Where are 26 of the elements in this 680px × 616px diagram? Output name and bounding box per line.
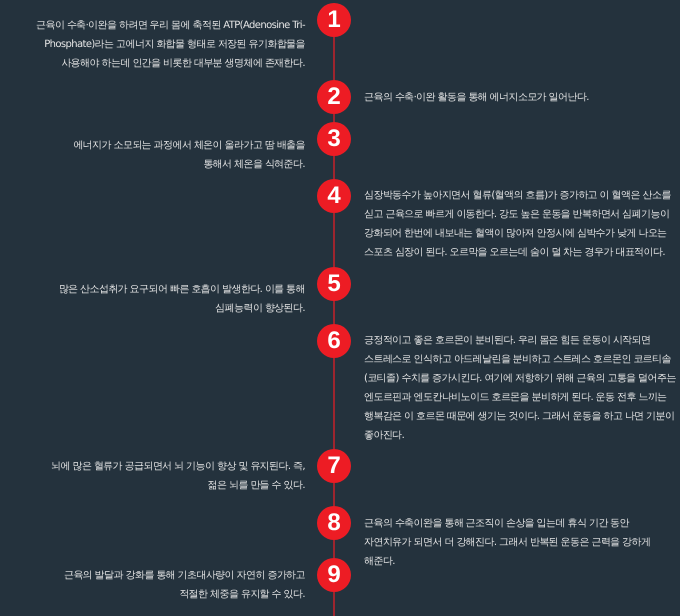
connector-line	[333, 37, 335, 80]
connector-line	[333, 213, 335, 267]
connector-line	[333, 358, 335, 449]
number-circle: 6	[317, 324, 351, 358]
number-circle: 4	[317, 179, 351, 213]
number-circle: 5	[317, 267, 351, 301]
description-text: 근육의 수축·이완 활동을 통해 에너지소모가 일어난다.	[364, 91, 590, 105]
description-text: 뇌에 많은 혈류가 공급되면서 뇌 기능이 향상 및 유지된다. 즉, 젊은 뇌를 만들 수 있다.	[50, 460, 305, 493]
number-circle: 1	[317, 3, 351, 37]
number-circle: 9	[317, 558, 351, 592]
number-circle: 8	[317, 506, 351, 540]
description-text: 많은 산소섭취가 요구되어 빠른 호흡이 발생한다. 이를 통해 심폐능력이 향상된다.	[58, 283, 305, 316]
connector-line	[333, 301, 335, 324]
description-text: 근육의 발달과 강화를 통해 기초대사량이 자연히 증가하고 적절한 체중을 유지할 수 있다.	[62, 569, 305, 602]
number-circle: 3	[317, 122, 351, 156]
description-text: 근육의 수축이완을 통해 근조직이 손상을 입는데 휴식 기간 동안 자연치유가 되면서 더 강해진다. 그래서 반복된 운동은 근력을 강하게 해준다.	[364, 517, 652, 569]
connector-line	[333, 156, 335, 179]
description-text: 심장박동수가 높아지면서 혈류(혈액의 흐름)가 증가하고 이 혈액은 산소를 싣고 근육으로 빠르게 이동한다. 강도 높은 운동을 반복하면서 심폐기능이 강화되어 한번에 내보내는 혈액이 많아져 안정시에 심박수가 낮게 나오는 스포츠 심장이 된다. 오르막을 오르는데 숨이 덜 차는 경우가 대표적이다.	[364, 189, 672, 260]
description-text: 긍정적이고 좋은 호르몬이 분비된다. 우리 몸은 힘든 운동이 시작되면 스트레스로 인식하고 아드레날린을 분비하고 스트레스 호르몬인 코르티솔(코티졸) 수치를 증가시킨다. 여기에 저항하기 위해 근육의 고통을 덜어주는 엔도르핀과 엔도칸나비노이드 호르몬을 분비하게 된다. 운동 전후 느끼는 행복감은 이 호르몬 때문에 생기는 것이다. 그래서 운동을 하고 나면 기분이 좋아진다.	[364, 334, 676, 443]
description-text: 근육이 수축·이완을 하려면 우리 몸에 축적된 ATP(Adenosine Tri-Phosphate)라는 고에너지 화합물 형태로 저장된 유기화합물을 사용해야 하는데 인간을 비롯한 대부분 생명체에 존재한다.	[35, 19, 305, 71]
number-circle: 7	[317, 449, 351, 483]
connector-line	[333, 540, 335, 558]
connector-line	[333, 592, 335, 616]
description-text: 에너지가 소모되는 과정에서 체온이 올라가고 땀 배출을 통해서 체온을 식혀준다.	[72, 139, 305, 172]
number-circle: 2	[317, 80, 351, 114]
connector-line	[333, 483, 335, 506]
